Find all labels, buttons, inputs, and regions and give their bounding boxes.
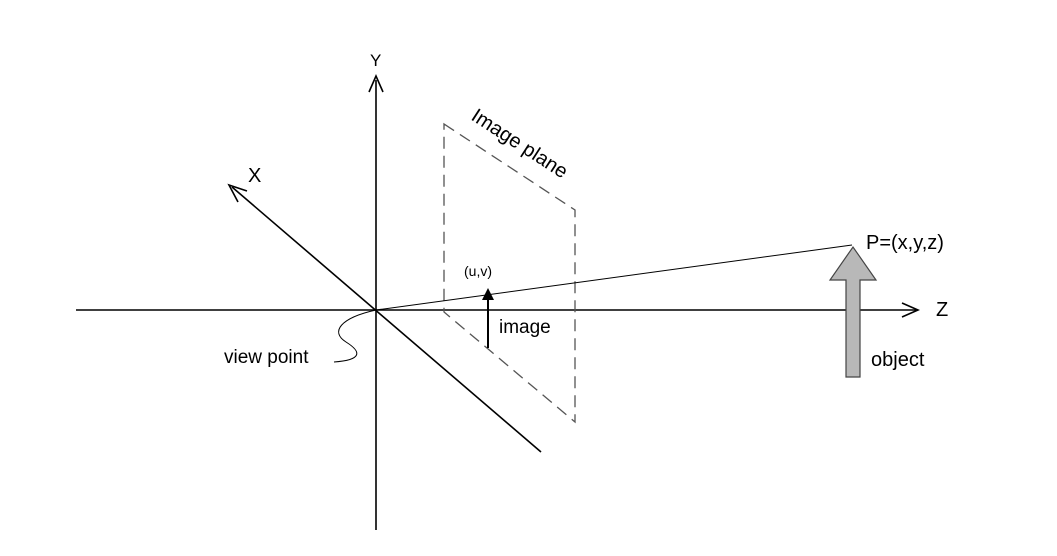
z-axis-label: Z	[936, 299, 948, 321]
object-label: object	[871, 349, 925, 371]
point-label: P=(x,y,z)	[866, 232, 944, 254]
image-plane-label: Image plane	[467, 105, 571, 183]
y-axis	[368, 74, 384, 530]
image-label: image	[499, 317, 551, 338]
z-axis	[76, 302, 920, 318]
projection-ray	[375, 244, 853, 311]
image-plane	[443, 122, 576, 424]
x-axis-label: X	[248, 165, 261, 187]
view-point-label: view point	[224, 347, 309, 368]
view-point-leader	[333, 309, 377, 363]
x-axis	[227, 183, 542, 453]
image-arrow	[482, 288, 494, 348]
object-arrow	[828, 245, 878, 378]
y-axis-label: Y	[370, 51, 381, 70]
uv-label: (u,v)	[464, 263, 492, 279]
